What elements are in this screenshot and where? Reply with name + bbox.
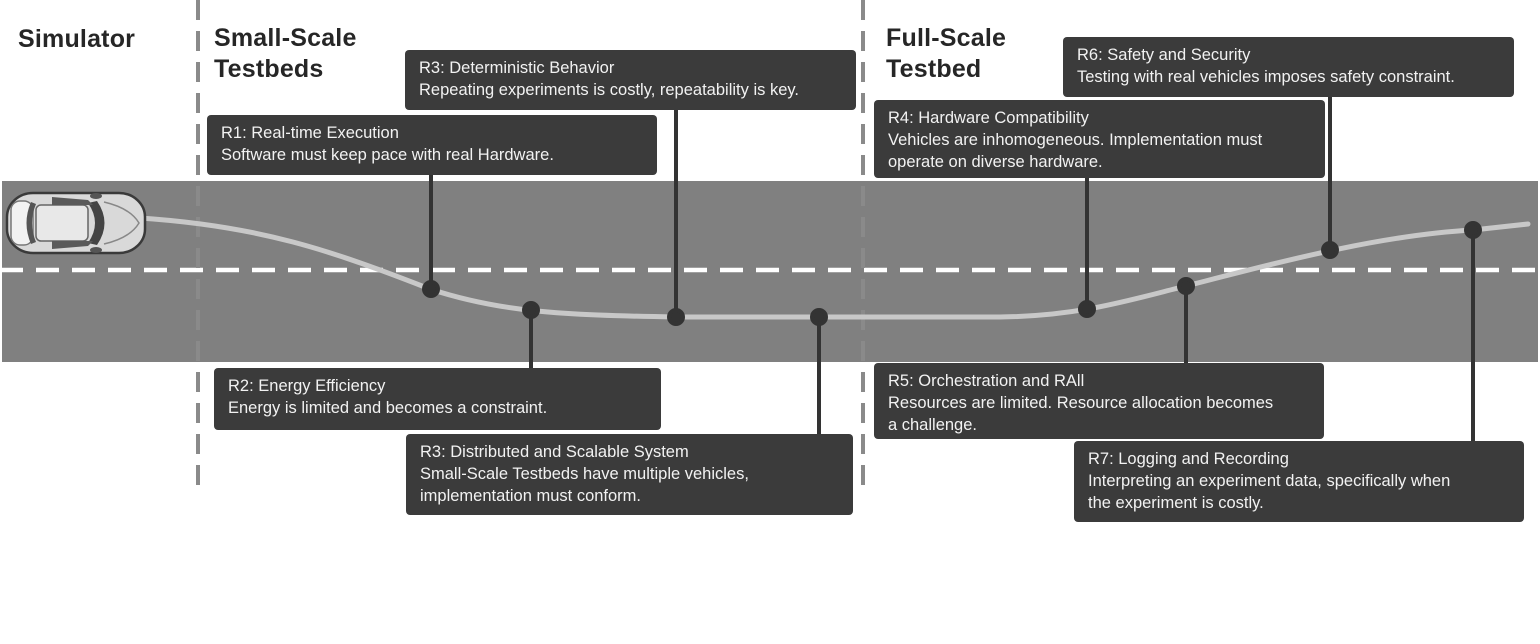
marker-r7 <box>1464 221 1482 239</box>
requirement-title: R2: Energy Efficiency <box>228 377 386 395</box>
requirement-box-r6: R6: Safety and Security Testing with rea… <box>1063 37 1514 97</box>
marker-r3-deterministic <box>667 308 685 326</box>
section-small-scale-testbeds: Small-Scale Testbeds <box>214 24 357 83</box>
requirement-box-r3-distributed: R3: Distributed and Scalable System Smal… <box>406 434 853 515</box>
requirement-description: Small-Scale Testbeds have multiple vehic… <box>420 465 749 505</box>
requirement-box-r2: R2: Energy Efficiency Energy is limited … <box>214 368 661 430</box>
marker-r4 <box>1078 300 1096 318</box>
section-simulator: Simulator <box>18 25 136 53</box>
requirement-description: Vehicles are inhomogeneous. Implementati… <box>888 131 1263 171</box>
requirement-description: Resources are limited. Resource allocati… <box>888 394 1274 434</box>
requirement-box-r3-deterministic: R3: Deterministic Behavior Repeating exp… <box>405 50 856 110</box>
requirement-description: Testing with real vehicles imposes safet… <box>1077 68 1455 86</box>
requirement-description: Interpreting an experiment data, specifi… <box>1088 472 1451 512</box>
car-topview-icon <box>5 191 147 255</box>
requirement-description: Software must keep pace with real Hardwa… <box>221 146 554 164</box>
requirement-box-r4: R4: Hardware Compatibility Vehicles are … <box>874 100 1325 178</box>
marker-r3-distributed <box>810 308 828 326</box>
requirement-title: R4: Hardware Compatibility <box>888 109 1089 127</box>
marker-r1 <box>422 280 440 298</box>
requirement-description: Energy is limited and becomes a constrai… <box>228 399 548 417</box>
requirement-title: R1: Real-time Execution <box>221 124 399 142</box>
requirement-description: Repeating experiments is costly, repeata… <box>419 81 799 99</box>
requirement-box-r1: R1: Real-time Execution Software must ke… <box>207 115 657 175</box>
requirement-title: R7: Logging and Recording <box>1088 450 1289 468</box>
marker-r5 <box>1177 277 1195 295</box>
requirement-box-r7: R7: Logging and Recording Interpreting a… <box>1074 441 1524 522</box>
section-full-scale-testbed: Full-Scale Testbed <box>886 24 1007 83</box>
requirement-title: R6: Safety and Security <box>1077 46 1251 64</box>
marker-r6 <box>1321 241 1339 259</box>
requirement-box-r5: R5: Orchestration and RAll Resources are… <box>874 363 1324 439</box>
requirement-title: R3: Distributed and Scalable System <box>420 443 689 461</box>
requirement-title: R3: Deterministic Behavior <box>419 59 615 77</box>
requirement-title: R5: Orchestration and RAll <box>888 372 1085 390</box>
marker-r2 <box>522 301 540 319</box>
